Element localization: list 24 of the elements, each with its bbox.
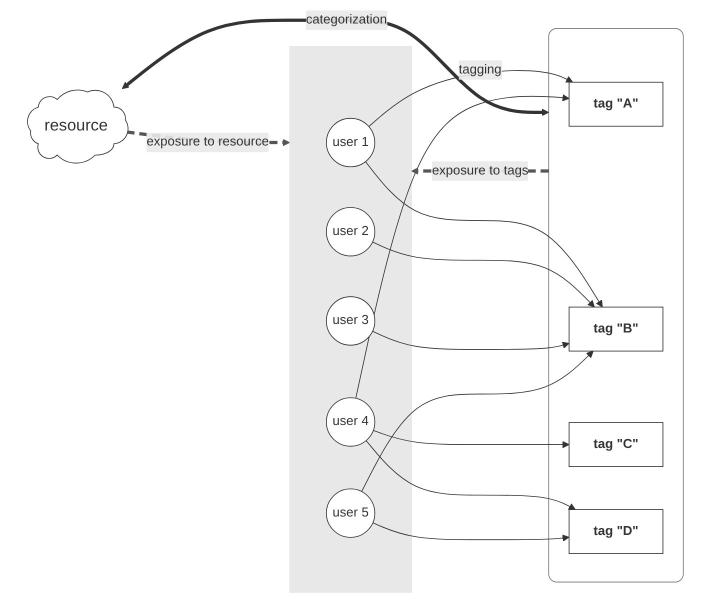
arrow	[354, 94, 569, 399]
node-circle: user 2	[326, 207, 375, 256]
edge-label: exposure to tags	[432, 164, 528, 178]
node-box: tag "B"	[568, 306, 663, 352]
node-circle: user 5	[326, 488, 375, 538]
arrow	[372, 242, 594, 308]
arrow	[372, 522, 569, 542]
edge-label: categorization	[305, 12, 387, 27]
node-box: tag "C"	[568, 422, 663, 467]
node-circle: user 3	[326, 296, 375, 346]
node-box: tag "A"	[568, 82, 663, 127]
arrow	[360, 350, 594, 492]
arrow	[365, 440, 576, 510]
arrow	[372, 330, 569, 350]
edge-label: exposure to resource	[146, 135, 269, 150]
arrow	[364, 161, 602, 308]
node-circle: user 4	[326, 397, 375, 447]
cluster	[288, 46, 412, 593]
edge-label: tagging	[458, 62, 502, 77]
cluster	[548, 28, 684, 582]
node-box: tag "D"	[568, 509, 663, 554]
arrow	[121, 18, 549, 116]
node-circle: user 1	[326, 118, 375, 168]
arrow	[372, 430, 569, 448]
